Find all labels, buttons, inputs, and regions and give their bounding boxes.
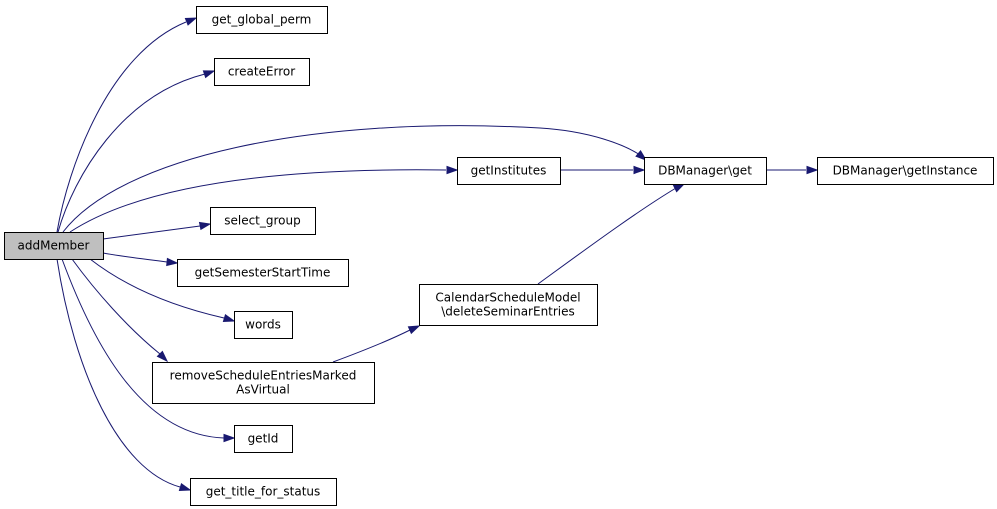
node-box [457,157,561,185]
node-select_group[interactable]: select_group [210,207,316,235]
edge-addMember-to-select_group [102,221,212,240]
node-get_global_perm[interactable]: get_global_perm [196,6,328,34]
node-box [234,311,293,339]
node-get_title_for_status[interactable]: get_title_for_status [190,478,337,506]
edge-line [89,258,225,319]
node-label: getSemesterStartTime [195,266,331,280]
arrowhead-icon [202,70,216,79]
node-label: CalendarScheduleModel [435,291,580,305]
node-label: getId [248,432,279,446]
node-box [196,6,328,34]
edge-line [62,125,641,233]
edge-line [102,252,168,263]
arrowhead-icon [156,350,169,363]
node-box [234,425,293,453]
arrowhead-icon [222,313,236,323]
edge-line [71,258,161,355]
edge-addMember-to-getId [61,258,236,443]
node-calendarDelete[interactable]: CalendarScheduleModel\deleteSeminarEntri… [419,284,598,326]
node-getId[interactable]: getId [234,425,293,453]
node-box [419,284,598,326]
edge-addMember-to-createError [57,70,216,233]
node-label: get_global_perm [212,13,312,27]
edge-addMember-to-getSemesterStartTime [102,252,179,267]
arrowhead-icon [446,165,459,175]
node-box [177,259,349,287]
node-label: \deleteSeminarEntries [441,305,575,319]
arrowhead-icon [178,482,192,492]
node-label: select_group [224,214,301,228]
edge-addMember-to-get_global_perm [56,17,198,233]
node-dbGetInstance[interactable]: DBManager\getInstance [817,157,994,185]
edge-line [102,225,201,240]
node-dbGet[interactable]: DBManager\get [644,157,767,185]
node-label: DBManager\getInstance [833,164,978,178]
edge-line [56,258,181,488]
arrowhead-icon [407,325,421,335]
node-box [214,58,310,86]
arrowhead-icon [672,183,686,193]
edge-line [332,329,411,363]
node-createError[interactable]: createError [214,58,310,86]
node-getSemesterStartTime[interactable]: getSemesterStartTime [177,259,349,287]
node-label: addMember [18,239,90,253]
node-box [817,157,994,185]
edge-getInstitutes-to-dbGet [560,165,646,175]
node-addMember[interactable]: addMember [4,232,104,260]
edge-addMember-to-getInstitutes [69,165,459,233]
edge-line [61,258,225,439]
arrowhead-icon [223,433,236,443]
node-box [644,157,767,185]
arrowhead-icon [166,257,179,267]
node-label: AsVirtual [236,383,290,397]
edge-calendarDelete-to-dbGet [537,183,686,285]
edge-line [537,187,677,285]
node-getInstitutes[interactable]: getInstitutes [457,157,561,185]
node-box [4,232,104,260]
node-label: createError [228,65,295,79]
arrowhead-icon [633,165,646,175]
edge-dbGet-to-dbGetInstance [766,165,819,175]
arrowhead-icon [635,150,648,161]
edge-removeScheduleEntries-to-calendarDelete [332,325,421,363]
node-label: getInstitutes [471,164,547,178]
node-label: DBManager\get [658,164,752,178]
arrowhead-icon [806,165,819,175]
arrowhead-icon [198,221,212,231]
edge-line [57,73,206,233]
node-words[interactable]: words [234,311,293,339]
node-box [210,207,316,235]
edge-addMember-to-words [89,258,236,323]
node-label: removeScheduleEntriesMarked [170,369,357,383]
edges-layer [56,17,819,492]
nodes-layer: addMember get_global_perm createError getIn… [4,6,994,506]
edge-addMember-to-dbGet [62,125,648,233]
arrowhead-icon [184,17,198,26]
node-box [190,478,337,506]
node-label: get_title_for_status [206,485,321,499]
node-box [152,362,375,404]
edge-line [69,169,447,233]
node-label: words [245,318,281,332]
edge-addMember-to-removeScheduleEntries [71,258,169,363]
edge-line [56,21,187,233]
edge-addMember-to-get_title_for_status [56,258,192,492]
